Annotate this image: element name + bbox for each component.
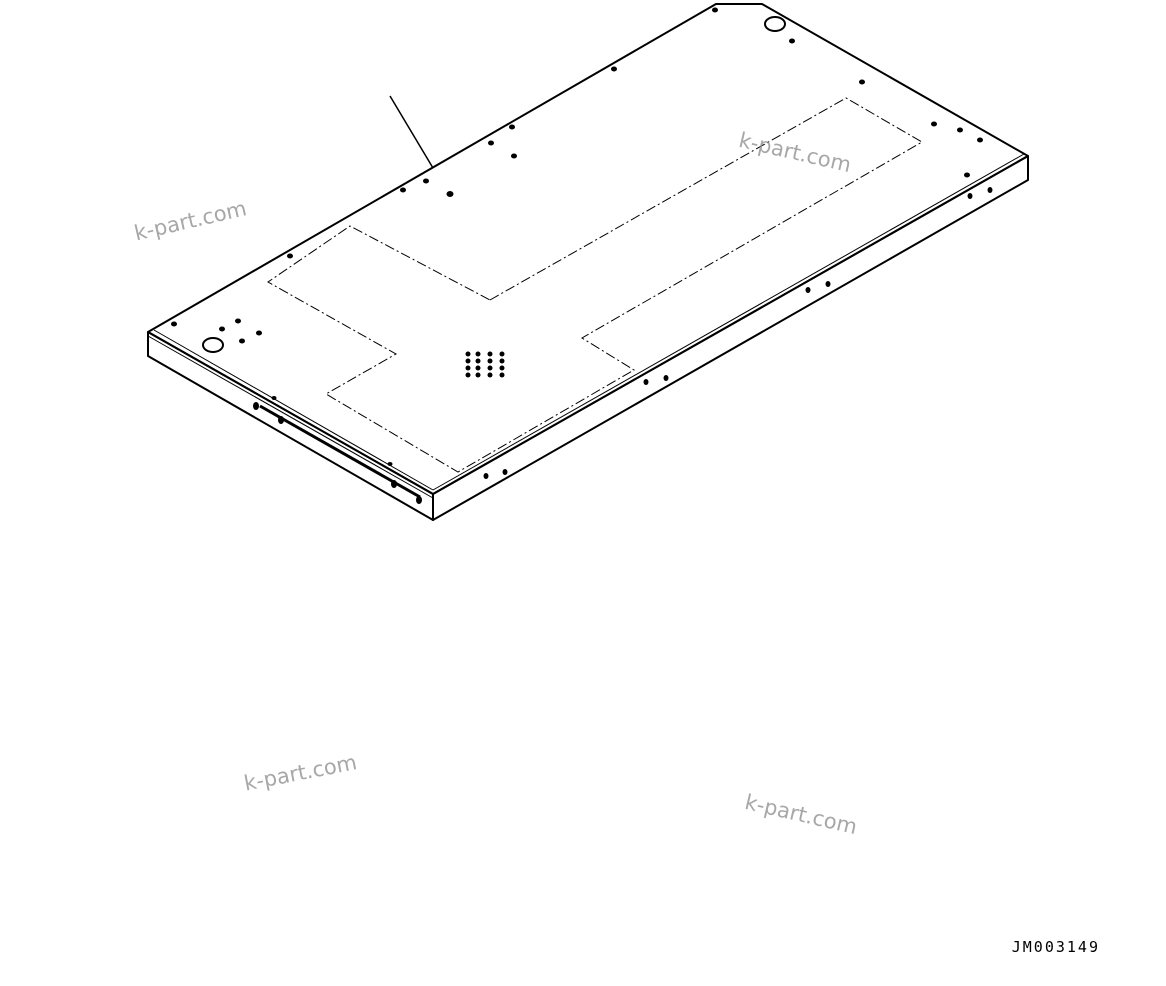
- drawing-code: JM003149: [1011, 938, 1100, 956]
- leader-line: [389, 95, 434, 169]
- label-area-upper: [267, 97, 923, 473]
- label-area-outlines: [267, 97, 923, 473]
- small-holes: [171, 7, 993, 504]
- hole-grid: [465, 351, 505, 378]
- panel-outline: [147, 3, 1029, 521]
- panel-left-face: [147, 331, 434, 521]
- large-hole-right: [764, 16, 786, 32]
- panel-front-face: [432, 155, 1029, 521]
- holes: [202, 16, 786, 353]
- large-hole-left: [202, 337, 224, 353]
